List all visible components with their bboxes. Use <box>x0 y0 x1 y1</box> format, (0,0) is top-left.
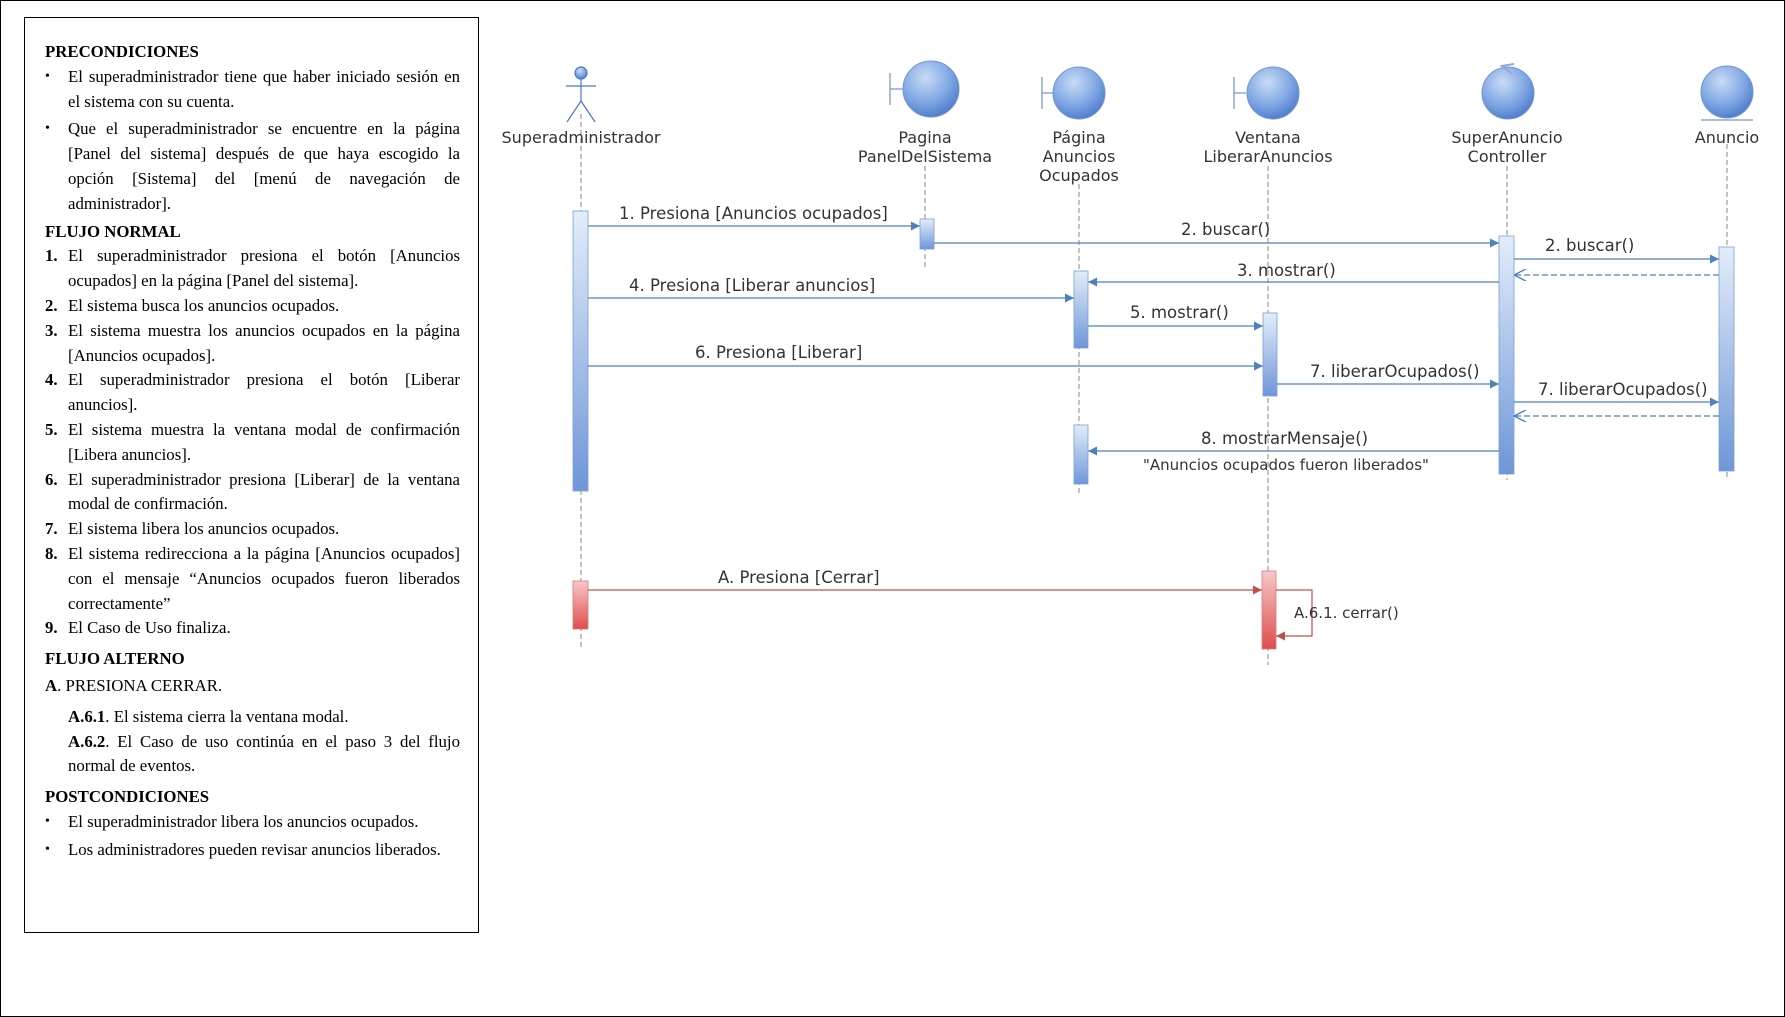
alt-item-number: A.6.2 <box>68 731 106 751</box>
step-text: El Caso de Uso finaliza. <box>68 618 231 638</box>
precondiciones-title: PRECONDICIONES <box>45 42 199 61</box>
participant-label: Página <box>1052 128 1105 147</box>
alt-heading-text: . PRESIONA CERRAR. <box>57 675 223 695</box>
alt-label: A <box>45 675 58 695</box>
postcondicion-item: Los administradores pueden revisar anunc… <box>45 838 460 863</box>
participant-label: Ocupados <box>1039 166 1119 185</box>
flujo-step: 5. El sistema muestra la ventana modal de… <box>45 418 460 468</box>
message-label: 6. Presiona [Liberar] <box>695 343 862 362</box>
alt-item-number: A.6.1 <box>68 706 106 726</box>
activations <box>572 210 1735 650</box>
precondiciones-list: El superadministrador tiene que haber in… <box>45 65 460 217</box>
step-text: El superadministrador presiona el botón … <box>68 370 460 415</box>
message-label: 7. liberarOcupados() <box>1310 362 1480 381</box>
message-label: 2. buscar() <box>1181 220 1270 239</box>
boundary-icon <box>1041 66 1106 120</box>
postcondicion-item: El superadministrador libera los anuncio… <box>45 810 460 835</box>
alt-item-text: . El Caso de uso continúa en el paso 3 d… <box>68 731 460 776</box>
flujo-normal-list: 1. El superadministrador presiona el botó… <box>45 244 460 641</box>
step-number: 5. <box>45 419 58 439</box>
step-number: 1. <box>45 246 58 266</box>
step-number: 6. <box>45 469 58 489</box>
step-number: 7. <box>45 519 58 539</box>
control-icon <box>1481 63 1535 120</box>
step-text: El sistema redirecciona a la página [Anu… <box>68 543 460 613</box>
flujo-alterno-heading: A. PRESIONA CERRAR. <box>45 674 460 699</box>
postcondiciones-list: El superadministrador libera los anuncio… <box>45 810 460 863</box>
precondicion-item: Que el superadministrador se encuentre e… <box>45 117 460 216</box>
activation-panel <box>919 218 935 250</box>
flujo-step: 6. El superadministrador presiona [Libera… <box>45 468 460 518</box>
alt-self-message-arrow <box>1276 589 1313 641</box>
boundary-icon <box>1233 66 1300 120</box>
participant-label: Pagina <box>898 128 951 147</box>
flujo-step: 4. El superadministrador presiona el botó… <box>45 368 460 418</box>
alt-self-message-label: A.6.1. cerrar() <box>1294 604 1399 622</box>
message-note: "Anuncios ocupados fueron liberados" <box>1143 456 1429 474</box>
participant-label: LiberarAnuncios <box>1203 147 1332 166</box>
activation-controller <box>1498 235 1515 475</box>
activation-anuncios-ocupados <box>1073 424 1089 485</box>
message-label: 1. Presiona [Anuncios ocupados] <box>619 204 888 223</box>
alt-item-text: . El sistema cierra la ventana modal. <box>105 706 349 726</box>
participant-label: PanelDelSistema <box>858 147 992 166</box>
postcondiciones-title: POSTCONDICIONES <box>45 787 210 807</box>
step-text: El superadministrador presiona el botón … <box>68 246 460 291</box>
flujo-step: 1. El superadministrador presiona el botó… <box>45 244 460 294</box>
step-text: El superadministrador presiona [Liberar]… <box>68 469 460 514</box>
flujo-step: 3. El sistema muestra los anuncios ocupad… <box>45 319 460 369</box>
message-label: 8. mostrarMensaje() <box>1201 429 1368 448</box>
message-labels: 1. Presiona [Anuncios ocupados] 2. busca… <box>619 204 1708 622</box>
alt-message-label: A. Presiona [Cerrar] <box>718 568 880 587</box>
flujo-alterno-title: FLUJO ALTERNO <box>45 649 185 669</box>
step-number: 3. <box>45 320 58 340</box>
precondicion-item: El superadministrador tiene que haber in… <box>45 65 460 115</box>
activation-anuncio <box>1718 246 1735 472</box>
step-text: El sistema muestra la ventana modal de c… <box>68 419 460 464</box>
activation-ventana-alt <box>1261 570 1277 650</box>
activation-superadmin <box>572 210 589 492</box>
use-case-spec-text: PRECONDICIONES El superadministrador tie… <box>45 38 460 866</box>
flujo-step: 2. El sistema busca los anuncios ocupados… <box>45 294 460 319</box>
step-text: El sistema libera los anuncios ocupados. <box>68 519 340 539</box>
step-number: 4. <box>45 370 58 390</box>
step-number: 2. <box>45 295 58 315</box>
message-label: 4. Presiona [Liberar anuncios] <box>629 276 875 295</box>
activation-anuncios-ocupados <box>1073 270 1089 349</box>
actor-icon <box>566 66 596 123</box>
entity-icon <box>1700 65 1754 121</box>
flujo-step: 9. El Caso de Uso finaliza. <box>45 616 460 641</box>
participant-label: Anuncios <box>1043 147 1116 166</box>
message-label: 5. mostrar() <box>1130 303 1229 322</box>
use-case-spec-box: PRECONDICIONES El superadministrador tie… <box>24 17 479 933</box>
message-label: 3. mostrar() <box>1237 261 1336 280</box>
message-label: 2. buscar() <box>1545 236 1634 255</box>
flujo-alterno-item: A.6.1. El sistema cierra la ventana moda… <box>45 705 460 730</box>
participant-label: Ventana <box>1235 128 1301 147</box>
participant-label: Superadministrador <box>502 128 661 147</box>
activation-ventana <box>1262 312 1278 397</box>
boundary-icon <box>889 60 960 118</box>
flujo-step: 7. El sistema libera los anuncios ocupado… <box>45 517 460 542</box>
participant-label: SuperAnuncio <box>1451 128 1562 147</box>
message-lines <box>588 221 1719 641</box>
step-number: 9. <box>45 618 58 638</box>
participant-label: Controller <box>1468 147 1547 166</box>
step-number: 8. <box>45 543 58 563</box>
step-text: El sistema busca los anuncios ocupados. <box>68 295 340 315</box>
activation-superadmin-alt <box>572 580 589 630</box>
flujo-alterno-item: A.6.2. El Caso de uso continúa en el pas… <box>45 730 460 780</box>
message-label: 7. liberarOcupados() <box>1538 380 1708 399</box>
flujo-normal-title: FLUJO NORMAL <box>45 221 181 241</box>
flujo-step: 8. El sistema redirecciona a la página [A… <box>45 542 460 616</box>
participant-label: Anuncio <box>1695 128 1759 147</box>
step-text: El sistema muestra los anuncios ocupados… <box>68 320 460 365</box>
